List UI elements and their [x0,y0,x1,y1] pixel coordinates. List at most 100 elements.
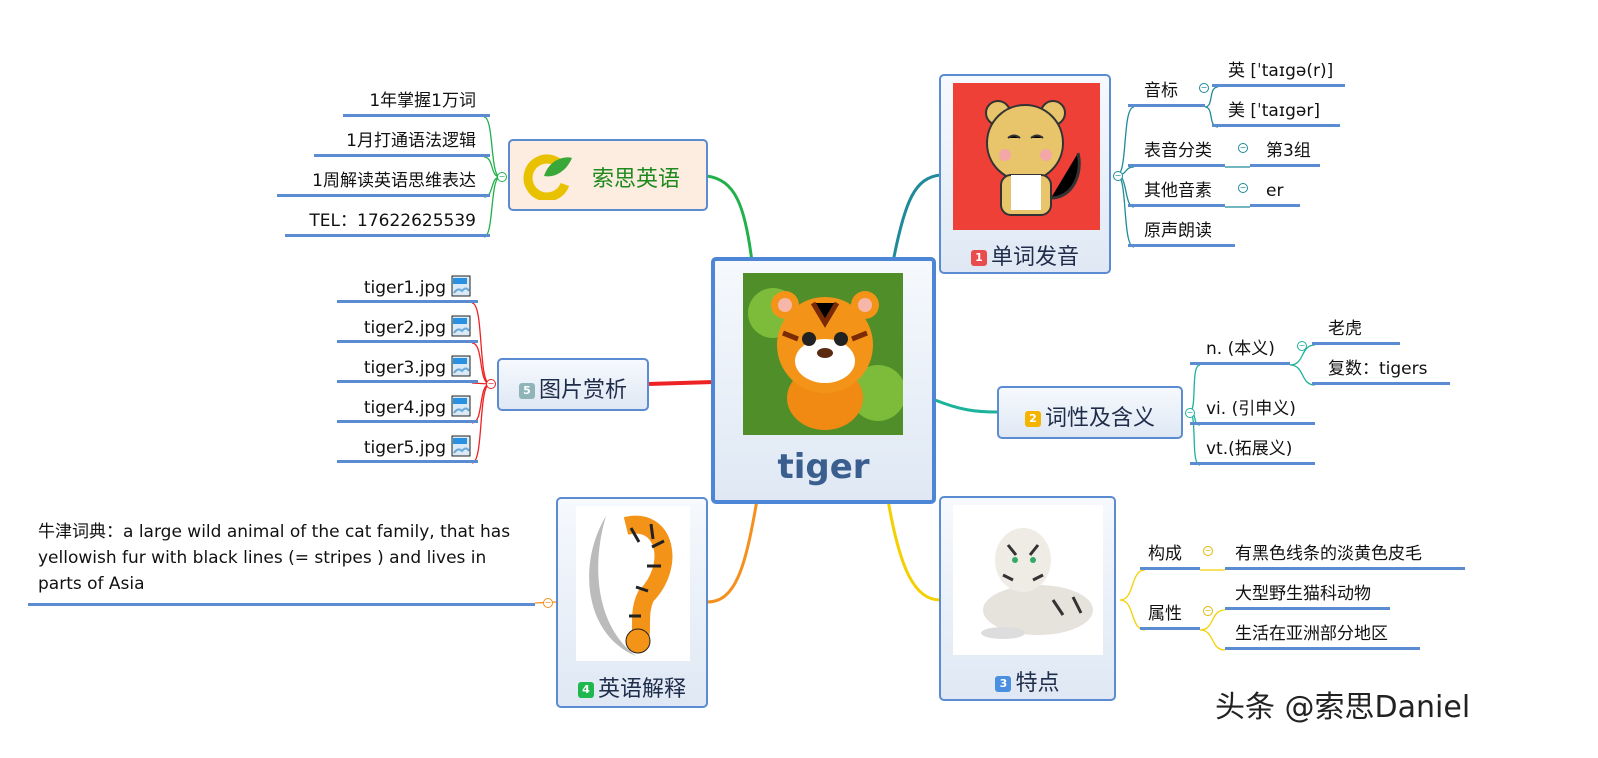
composition-value[interactable]: 有黑色线条的淡黄色皮毛 [1225,542,1465,570]
watermark: 头条 @索思Daniel [1215,690,1471,725]
priority-2-badge: 2 [1024,411,1041,427]
brand-node-label: 索思英语 [592,167,681,192]
brand-item[interactable]: 1年掌握1万词 [343,89,490,117]
brand-item-text: 1年掌握1万词 [369,91,476,111]
other-phoneme-label[interactable]: 其他音素 [1128,179,1225,207]
leaf-text: er [1266,181,1284,201]
leaf-text: 音标 [1144,81,1178,101]
collapse-toggle[interactable]: − [1113,171,1123,181]
topic-title: 单词发音 [990,245,1079,270]
image-file-item[interactable]: tiger4.jpg [337,395,478,423]
noun-meaning[interactable]: n. (本义) [1190,337,1290,365]
cartoon-tiger-image [743,273,903,435]
priority-1-badge: 1 [970,250,987,266]
phonetic-us[interactable]: 美 [ˈtaɪgər] [1212,99,1340,127]
collapse-toggle[interactable]: − [1185,408,1195,418]
collapse-toggle[interactable]: − [543,598,553,608]
definition-text: 牛津词典：a large wild animal of the cat fami… [38,522,511,594]
topic-title: 图片赏析 [538,378,627,403]
priority-5-badge: 5 [518,383,535,399]
collapse-toggle[interactable]: − [1199,83,1209,93]
brand-item[interactable]: TEL：17622625539 [285,209,490,237]
jpg-file-icon[interactable] [450,355,472,377]
vt-meaning[interactable]: vt.(拓展义) [1190,437,1315,465]
topic-title: 英语解释 [597,677,686,702]
collapse-toggle[interactable]: − [1203,606,1213,616]
brand-item[interactable]: 1周解读英语思维表达 [277,169,490,197]
branch-line-english-def [706,499,759,604]
sound-category-value[interactable]: 第3组 [1250,139,1320,167]
branch-line-pictures [647,380,715,386]
priority-3-badge: 3 [995,676,1012,692]
noun-value[interactable]: 老虎 [1312,317,1400,345]
brand-item-text: 1月打通语法逻辑 [346,131,476,151]
branch-line-pos [934,398,998,414]
leaf-text: n. (本义) [1206,339,1275,359]
file-name: tiger3.jpg [363,358,446,378]
composition-label[interactable]: 构成 [1140,542,1200,570]
file-name: tiger5.jpg [363,438,446,458]
branch-line-pronunciation [891,173,941,263]
oxford-definition[interactable]: 牛津词典：a large wild animal of the cat fami… [28,519,535,606]
branch-line-features [886,499,941,602]
phonetic-label[interactable]: 音标 [1128,79,1205,107]
leaping-tiger-image [576,506,690,661]
noun-plural[interactable]: 复数：tigers [1312,357,1450,385]
collapse-toggle[interactable]: − [486,379,496,389]
file-name: tiger2.jpg [363,318,446,338]
central-tiger-image [743,273,903,435]
jpg-file-icon[interactable] [450,435,472,457]
image-file-item[interactable]: tiger1.jpg [337,275,478,303]
leaf-text: 大型野生猫科动物 [1235,584,1371,604]
topic-title: 特点 [1015,671,1060,696]
other-phoneme-value[interactable]: er [1250,179,1300,207]
image-file-item[interactable]: tiger2.jpg [337,315,478,343]
phonetic-uk[interactable]: 英 [ˈtaɪgə(r)] [1212,59,1345,87]
sound-category-label[interactable]: 表音分类 [1128,139,1225,167]
leaf-text: 英 [ˈtaɪgə(r)] [1228,61,1334,81]
attribute-value[interactable]: 生活在亚洲部分地区 [1225,622,1420,650]
jpg-file-icon[interactable] [450,315,472,337]
white-tiger-image [953,505,1103,655]
leaf-text: 其他音素 [1144,181,1212,201]
jpg-file-icon[interactable] [450,275,472,297]
central-topic[interactable]: tiger [711,257,936,504]
vi-meaning[interactable]: vi. (引申义) [1190,397,1315,425]
attribute-value[interactable]: 大型野生猫科动物 [1225,582,1390,610]
leaf-text: 复数：tigers [1328,359,1428,379]
collapse-toggle[interactable]: − [1238,183,1248,193]
topic-title: 词性及含义 [1044,406,1155,431]
jpg-file-icon[interactable] [450,395,472,417]
image-file-item[interactable]: tiger5.jpg [337,435,478,463]
leaf-text: 有黑色线条的淡黄色皮毛 [1235,544,1422,564]
brand-item-text: TEL：17622625539 [309,211,476,231]
leaf-text: 构成 [1148,544,1182,564]
brand-item[interactable]: 1月打通语法逻辑 [314,129,490,157]
collapse-toggle[interactable]: − [1297,341,1307,351]
leaf-text: 美 [ˈtaɪgər] [1228,101,1320,121]
leaf-text: vt.(拓展义) [1206,439,1293,459]
leaf-text: vi. (引申义) [1206,399,1296,419]
brand-item-text: 1周解读英语思维表达 [312,171,476,191]
leaf-text: 生活在亚洲部分地区 [1235,624,1388,644]
brand-node[interactable]: 索思英语 [508,139,708,211]
audio-reading[interactable]: 原声朗读 [1128,219,1235,247]
collapse-toggle[interactable]: − [1203,546,1213,556]
attribute-label[interactable]: 属性 [1140,602,1200,630]
collapse-toggle[interactable]: − [1238,143,1248,153]
collapse-toggle[interactable]: − [497,172,507,182]
suosi-logo-icon [523,154,572,200]
image-file-item[interactable]: tiger3.jpg [337,355,478,383]
